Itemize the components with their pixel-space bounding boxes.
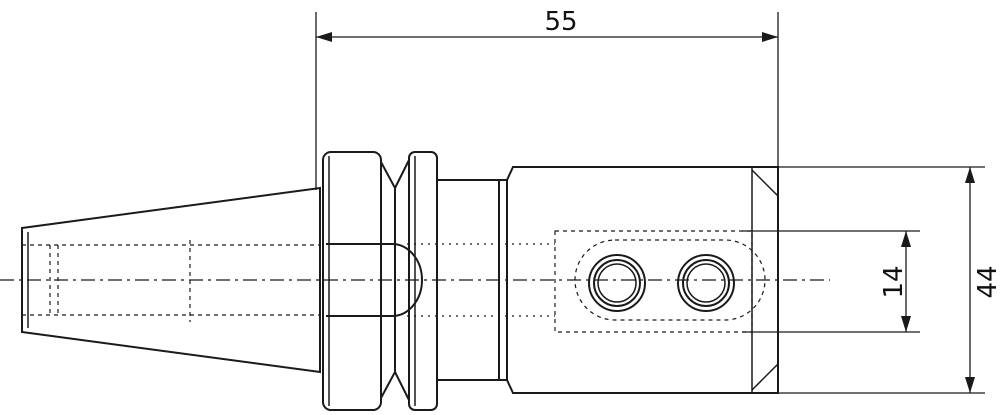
dimension-length-label: 55	[544, 7, 577, 37]
flange	[322, 151, 438, 411]
drive-key-slot	[326, 243, 423, 317]
dimension-body: 44	[778, 166, 1000, 394]
neck	[407, 179, 555, 381]
dimension-bore-label: 14	[879, 265, 909, 298]
dimension-bore: 14	[742, 230, 920, 333]
set-screw-left	[588, 254, 646, 312]
dimension-length: 55	[315, 7, 779, 190]
taper-shank	[21, 186, 321, 374]
holder-body	[506, 166, 779, 394]
dimension-body-label: 44	[973, 265, 1000, 298]
set-screw-right	[677, 254, 735, 312]
